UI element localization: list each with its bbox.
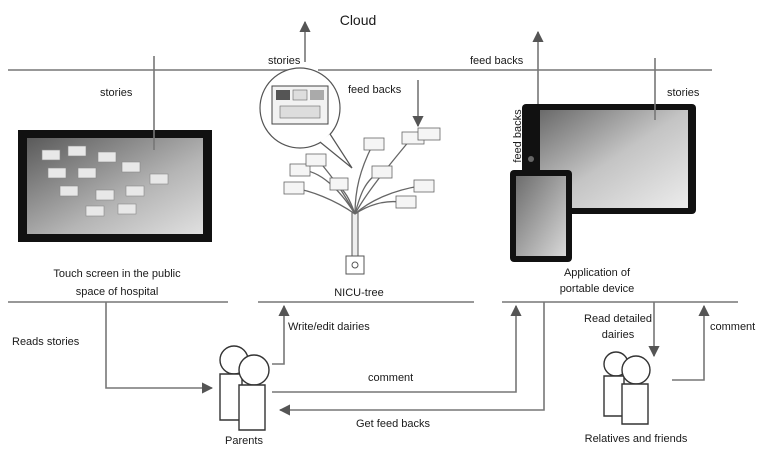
feedbacks-vertical-label: feed backs [512, 109, 524, 163]
touch-screen-label-line2: space of hospital [76, 286, 159, 298]
interaction-arrows [105, 302, 710, 416]
app-label-line2: portable device [560, 283, 635, 295]
comment-mid-label: comment [368, 372, 413, 384]
reads-stories-label: Reads stories [12, 336, 80, 348]
relatives-figure [603, 351, 651, 425]
feedbacks-top-label: feed backs [470, 55, 524, 67]
stories-right-label: stories [667, 87, 700, 99]
comment-right-label: comment [710, 321, 755, 333]
get-feedbacks-label: Get feed backs [356, 418, 430, 430]
read-detailed-label-line1: Read detailed [584, 313, 652, 325]
stories-top-label: stories [268, 55, 301, 67]
app-label-line1: Application of [564, 267, 631, 279]
relatives-label: Relatives and friends [585, 433, 688, 445]
nicu-tree-illustration [259, 67, 441, 275]
nicu-tree-label: NICU-tree [334, 287, 384, 299]
parents-label: Parents [225, 435, 263, 447]
touch-screen-label-line1: Touch screen in the public [53, 268, 181, 280]
parents-figure [219, 345, 270, 431]
write-edit-label: Write/edit dairies [288, 321, 370, 333]
read-detailed-label-line2: dairies [602, 329, 635, 341]
touch-screen-device [18, 130, 212, 242]
cloud-title: Cloud [340, 12, 377, 28]
stories-left-label: stories [100, 87, 133, 99]
feedbacks-tree-label: feed backs [348, 84, 402, 96]
portable-devices [510, 104, 696, 262]
